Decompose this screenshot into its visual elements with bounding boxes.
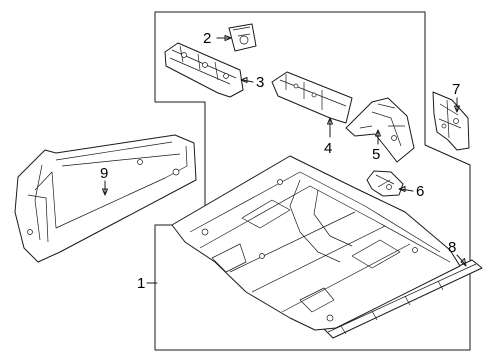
callout-3: 3	[256, 74, 264, 91]
leader-lines	[102, 35, 467, 284]
part-3-crossmember[interactable]	[164, 42, 244, 98]
part-7-reinforcement[interactable]	[432, 91, 470, 151]
callout-1: 1	[137, 275, 145, 292]
callout-2: 2	[203, 30, 211, 47]
callout-5: 5	[372, 146, 380, 163]
part-9-side-panel[interactable]	[14, 134, 197, 263]
part-5-bracket[interactable]	[345, 97, 415, 163]
part-2-bracket[interactable]	[228, 23, 257, 52]
callout-7: 7	[452, 81, 460, 98]
callout-6: 6	[416, 183, 424, 200]
part-1-floor-pan[interactable]	[171, 155, 461, 331]
callout-9: 9	[100, 165, 108, 182]
group-boundary	[154, 11, 471, 351]
callout-8: 8	[448, 239, 456, 256]
part-4-rail[interactable]	[271, 71, 353, 124]
part-6-bracket[interactable]	[366, 170, 404, 197]
callout-4: 4	[324, 140, 332, 157]
